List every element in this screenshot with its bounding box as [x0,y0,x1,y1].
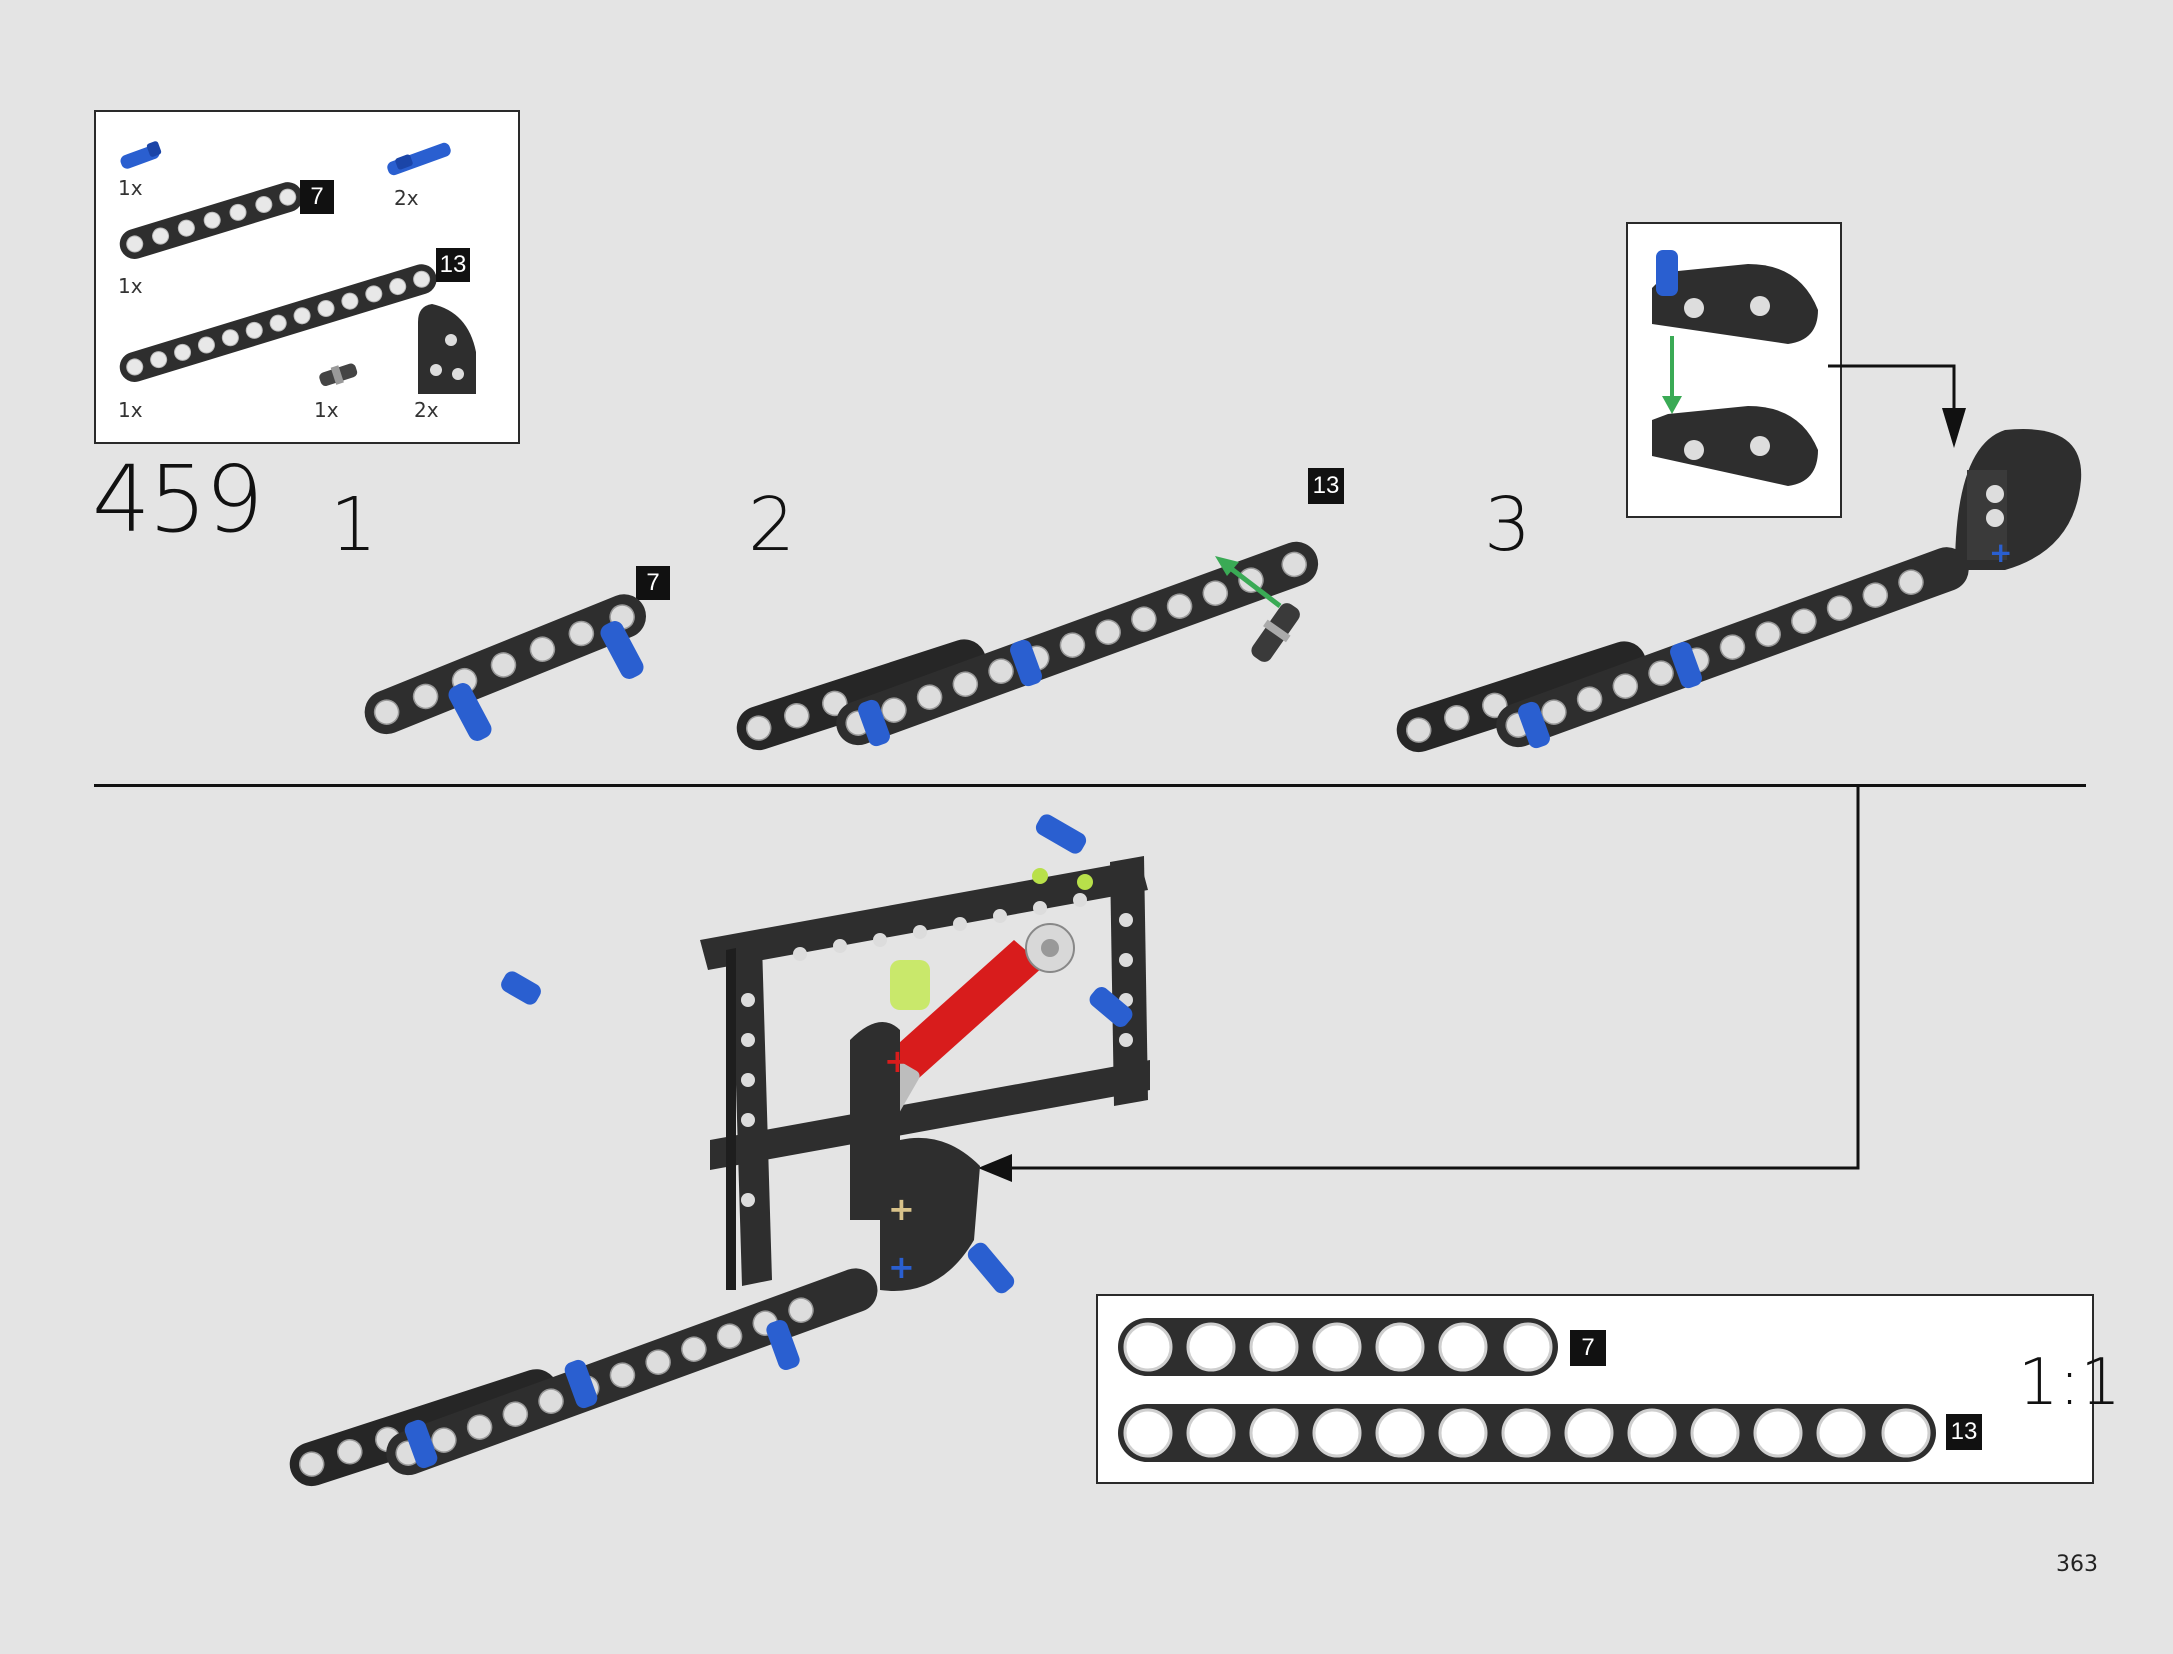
green-arrow-icon [1223,562,1282,608]
substep-1-illustration [364,594,646,741]
substep-2-badge: 13 [1308,468,1344,504]
length-badge-7: 7 [300,180,334,214]
scale-beam-7 [1118,1318,1558,1376]
substep-3-illustration: + [1396,429,2082,753]
frame [700,856,1150,1290]
callout-box [1626,222,1842,518]
svg-text:+: + [1989,536,2012,569]
main-connector-arrow [978,786,1860,1182]
page-number: 363 [2056,1552,2098,1577]
beam-7-icon [119,182,303,259]
substep-1-label: 1 [330,482,378,568]
callout-connector-arrow [1828,364,1966,448]
substep-3-label: 3 [1484,482,1532,568]
beam-13-icon [119,264,437,382]
svg-text:+: + [888,1248,915,1286]
substep-1-badge: 7 [636,566,670,600]
quarter-panel-icon [418,304,476,394]
svg-text:+: + [888,1190,915,1228]
parts-list-box: 1x 2x 7 1x 13 1x 1x 2x [94,110,520,444]
scale-beam-13 [1118,1404,1936,1462]
main-model-illustration: + + + [289,814,1150,1487]
substep-2-illustration [736,541,1319,751]
qty-quarter-panel: 2x [414,398,439,422]
gray-pin-icon [1251,603,1300,662]
scale-reference-box: 7 13 1:1 [1096,1294,2121,1484]
blue-pin-icon [120,141,162,169]
step-number: 459 [92,446,264,553]
qty-blue-pin: 1x [118,176,143,200]
parts-list-art [119,141,476,394]
quarter-panel-icon [1652,264,1818,344]
qty-beam-13: 1x [118,398,143,422]
qty-gray-pin: 1x [314,398,339,422]
blue-axle-pin-icon [387,142,451,176]
scale-ratio: 1:1 [2018,1346,2121,1420]
scale-badge-7: 7 [1570,1330,1606,1366]
quarter-panel-icon: + [1955,429,2082,570]
substep-2-label: 2 [748,482,796,568]
callout-illustration [1652,250,1818,486]
length-badge-13: 13 [436,248,470,282]
qty-beam-7: 1x [118,274,143,298]
svg-text:+: + [884,1042,911,1080]
gray-pin-icon [319,363,358,387]
blue-pin-icon [448,621,644,741]
section-divider [94,784,2086,787]
quarter-panel-icon: + + + [850,1022,980,1291]
qty-blue-axle-pin: 2x [394,186,419,210]
scale-badge-13: 13 [1946,1414,1982,1450]
